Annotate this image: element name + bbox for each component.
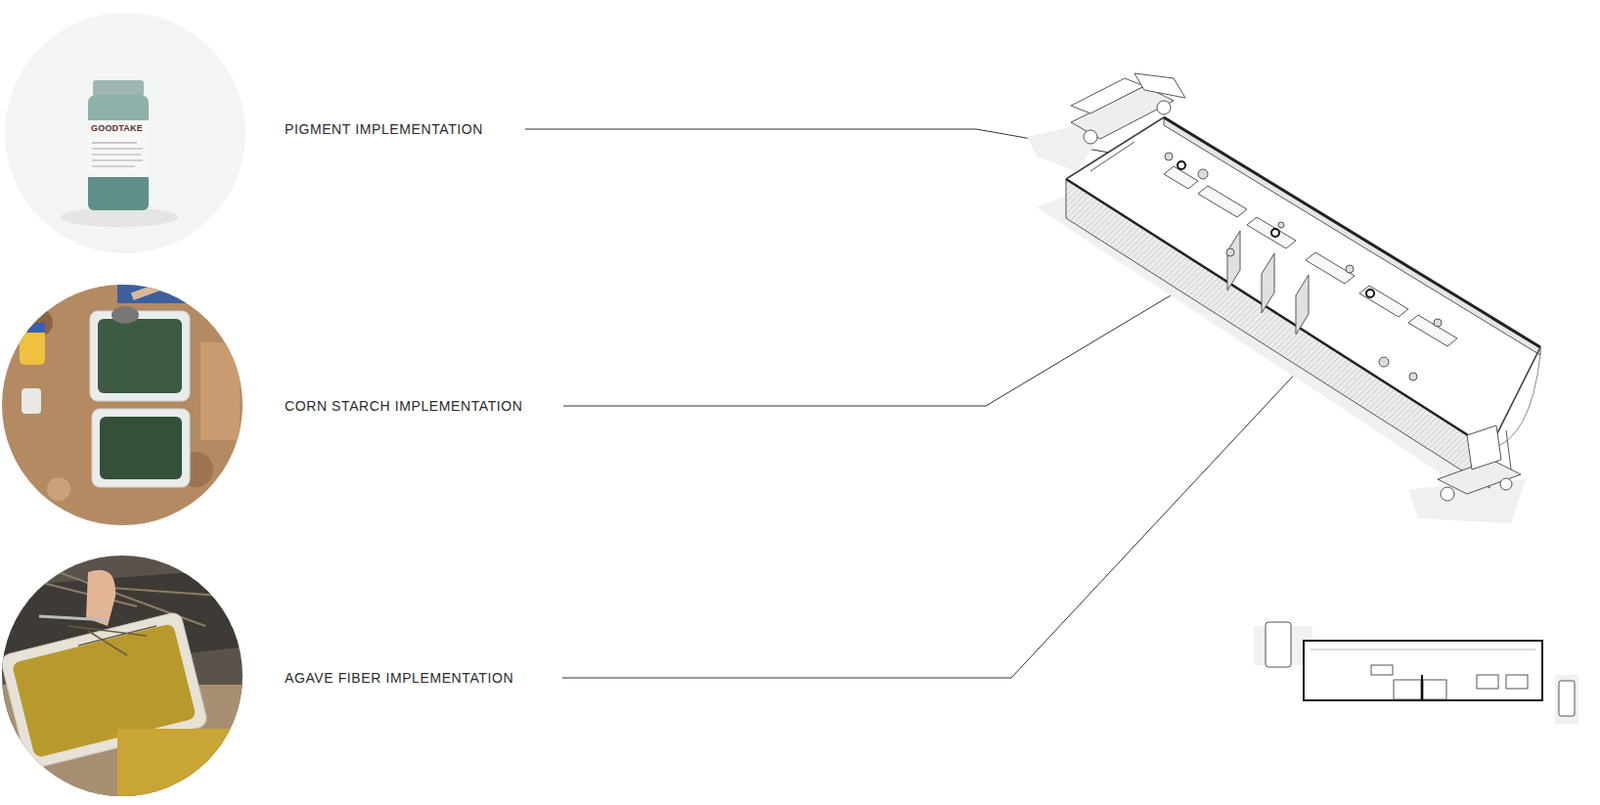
leader-lines xyxy=(525,129,1371,678)
corn-starch-photo xyxy=(0,279,255,538)
callout-label: AGAVE FIBER IMPLEMENTATION xyxy=(284,669,514,686)
site-plan xyxy=(1253,622,1579,724)
pigment-photo xyxy=(0,9,255,265)
callout-label: PIGMENT IMPLEMENTATION xyxy=(284,121,484,137)
leader-line xyxy=(562,293,1371,678)
product-brand: GOODTAKE xyxy=(90,123,143,134)
callout-label: CORN STARCH IMPLEMENTATION xyxy=(284,398,524,414)
agave-fiber-photo xyxy=(0,555,255,805)
callout-dots xyxy=(1177,161,1375,298)
building-axonometric xyxy=(1066,73,1541,501)
